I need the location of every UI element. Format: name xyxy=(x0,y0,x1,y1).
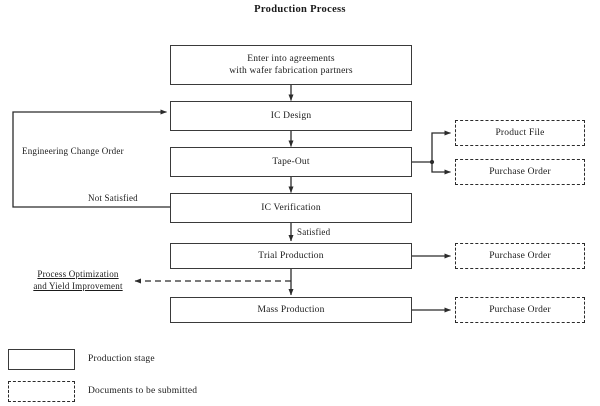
node-label: Trial Production xyxy=(258,251,324,261)
node-label: Product File xyxy=(495,128,545,138)
legend-label-production-stage: Production stage xyxy=(88,354,155,364)
node-product-file[interactable]: Product File xyxy=(455,120,585,146)
node-trial-production[interactable]: Trial Production xyxy=(170,243,412,269)
edge-label-process-optimization: Process Optimization and Yield Improveme… xyxy=(22,268,134,292)
edge-label-satisfied: Satisfied xyxy=(297,227,331,237)
node-tape-out[interactable]: Tape-Out xyxy=(170,147,412,177)
node-enter-into-agreements[interactable]: Enter into agreements with wafer fabrica… xyxy=(170,45,412,85)
legend-swatch-documents-to-be-submitted xyxy=(8,381,75,402)
node-ic-verification[interactable]: IC Verification xyxy=(170,193,412,223)
legend-swatch-production-stage xyxy=(8,349,75,370)
node-label: Mass Production xyxy=(257,305,325,315)
node-label-line1: Enter into agreements xyxy=(247,54,335,64)
node-label: IC Verification xyxy=(261,203,321,213)
process-optimization-line1: Process Optimization xyxy=(37,269,119,279)
node-label: IC Design xyxy=(270,111,312,121)
node-purchase-order-trial[interactable]: Purchase Order xyxy=(455,243,585,269)
node-label: Purchase Order xyxy=(489,305,551,315)
edge-tape-out-to-product-file xyxy=(431,130,451,162)
legend-label-documents-to-be-submitted: Documents to be submitted xyxy=(88,386,198,396)
node-mass-production[interactable]: Mass Production xyxy=(170,297,412,323)
node-label: Purchase Order xyxy=(489,251,551,261)
edge-tape-out-to-purchase-order xyxy=(431,162,451,175)
node-label: Purchase Order xyxy=(489,167,551,177)
edge-label-engineering-change-order: Engineering Change Order xyxy=(22,146,124,156)
process-optimization-line2: and Yield Improvement xyxy=(33,281,123,291)
page-title: Production Process xyxy=(254,4,346,15)
edge-engineering-change-order-loop xyxy=(12,109,170,208)
node-purchase-order-mass[interactable]: Purchase Order xyxy=(455,297,585,323)
node-purchase-order-tapeout[interactable]: Purchase Order xyxy=(455,159,585,185)
node-ic-design[interactable]: IC Design xyxy=(170,101,412,131)
branch-junction-tape-out xyxy=(429,159,435,165)
edge-label-not-satisfied: Not Satisfied xyxy=(88,193,138,203)
node-label-line2: with wafer fabrication partners xyxy=(229,66,353,76)
node-label: Tape-Out xyxy=(272,157,310,167)
